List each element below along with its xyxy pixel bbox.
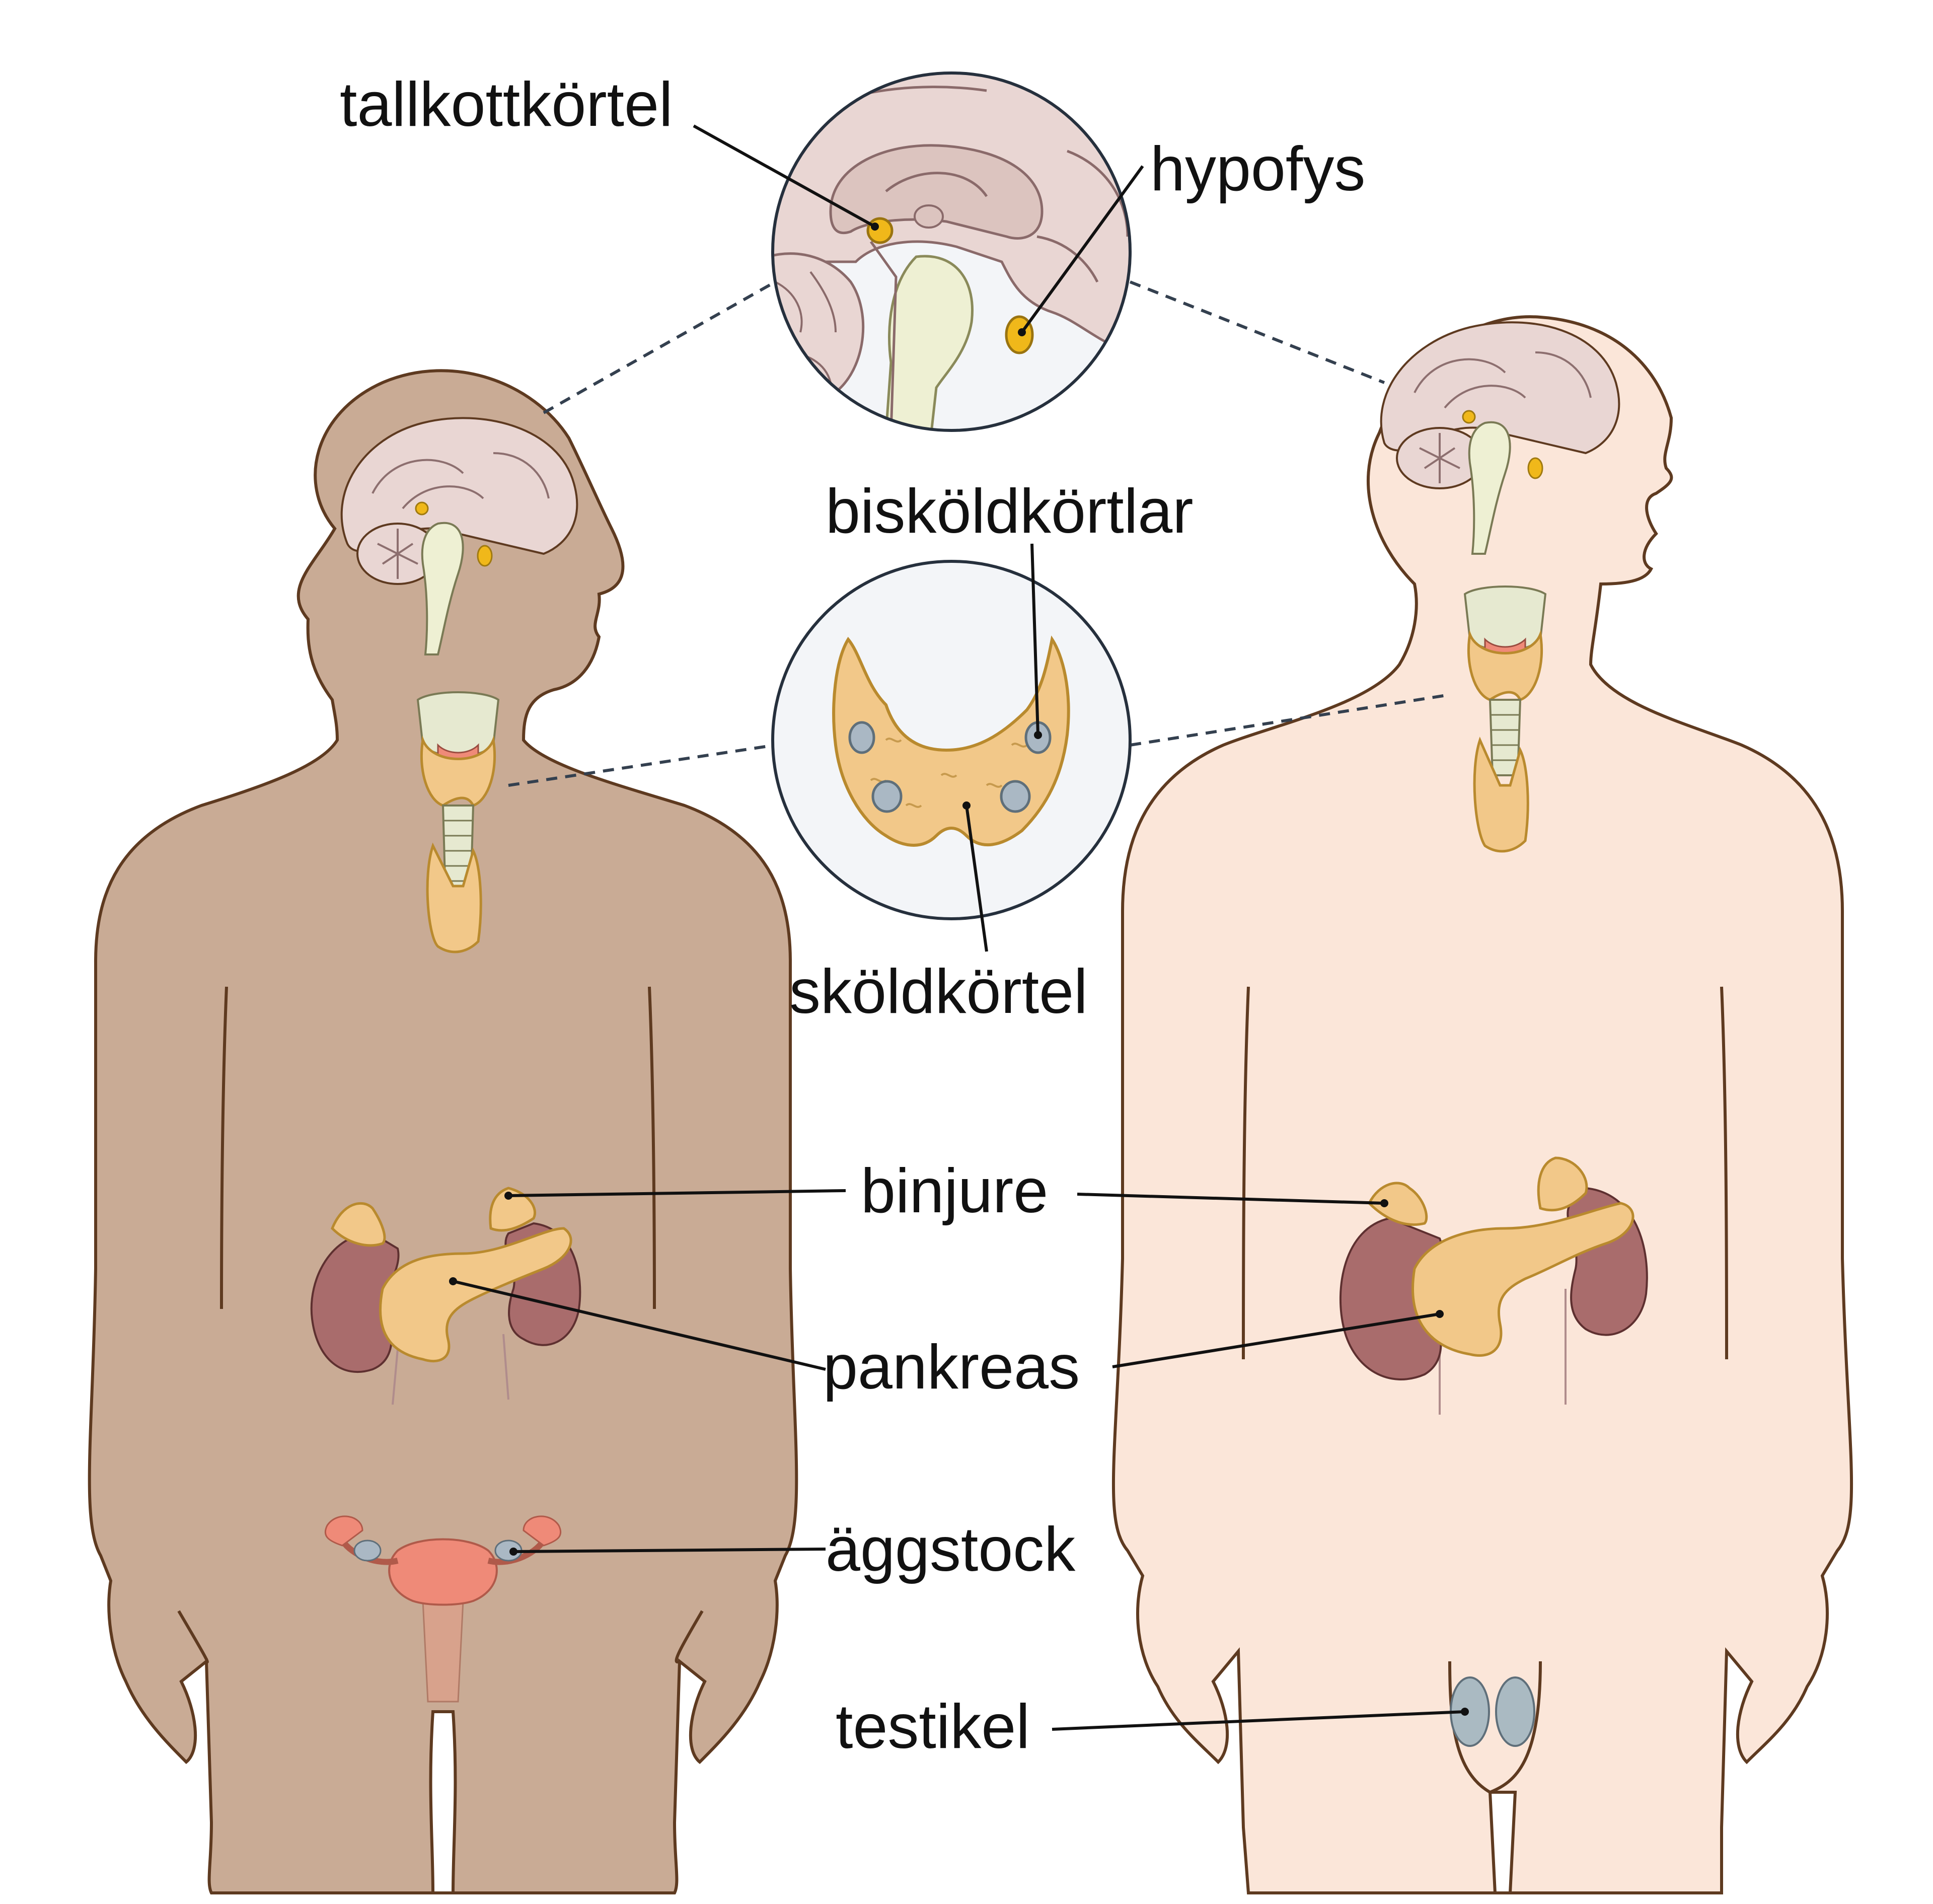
leader-adrenal-female [508, 1189, 846, 1197]
brain-inset [771, 71, 1132, 432]
female-hand-contour [177, 1610, 704, 1664]
female-waist-contour [220, 986, 656, 1309]
male-brainstem [1468, 421, 1511, 555]
label-thyroid: sköldkörtel [789, 957, 1088, 1027]
female-body-silhouette [88, 369, 798, 1894]
parathyroid-1 [848, 721, 875, 754]
female-adrenal-right [489, 1187, 536, 1232]
male-torso-contour [1242, 986, 1728, 1360]
male-adrenal-left [1367, 1182, 1428, 1226]
male-testes [1450, 1676, 1535, 1747]
parathyroid-3 [871, 780, 903, 813]
female-vagina [422, 1600, 464, 1703]
female-uterus [388, 1538, 498, 1606]
leader-pancreas-male [1112, 1312, 1440, 1368]
leader-lines [449, 124, 1469, 1731]
leader-thyroid [965, 805, 988, 952]
thyroid-inset-border [771, 560, 1132, 920]
female-thymus [426, 842, 482, 954]
female-adrenal-left [331, 1202, 386, 1247]
male-pineal-gland [1462, 410, 1476, 424]
male-figure [1111, 315, 1853, 1894]
female-ovary-left [353, 1540, 382, 1562]
female-brainstem [421, 522, 464, 655]
male-thyroid-gland [1467, 629, 1543, 702]
female-pituitary-gland [477, 545, 493, 567]
leader-adrenal-male [1077, 1193, 1385, 1205]
leader-parathyroids [1030, 543, 1039, 736]
male-abdomen-organs [1339, 1156, 1648, 1415]
female-pineal-gland [415, 501, 429, 516]
leader-testis [1052, 1710, 1465, 1731]
inset-connectors [508, 280, 1450, 787]
labels: tallkottkörtel hypofys bisköldkörtlar sk… [340, 70, 1365, 1762]
female-brain [340, 417, 578, 655]
male-body-silhouette [1111, 315, 1853, 1894]
leader-pineal [693, 124, 876, 228]
female-figure [88, 369, 798, 1894]
thyroid-inset [771, 560, 1132, 920]
label-pineal: tallkottkörtel [340, 70, 673, 139]
label-parathyroids: bisköldkörtlar [826, 477, 1194, 546]
male-thyroid-group [1463, 585, 1547, 853]
leader-pancreas-female [453, 1280, 826, 1371]
female-pancreas [379, 1227, 572, 1363]
label-adrenal: binjure [861, 1156, 1048, 1226]
thyroid-inset-background [773, 561, 1130, 919]
pineal-gland-closeup [866, 217, 894, 244]
male-pancreas [1411, 1202, 1634, 1357]
label-ovary: äggstock [826, 1515, 1076, 1584]
brain-inset-brainstem [884, 255, 974, 430]
female-thyroid-group [416, 691, 500, 954]
male-testis-right [1495, 1676, 1535, 1747]
label-pituitary: hypofys [1150, 134, 1365, 204]
label-testis: testikel [836, 1692, 1030, 1762]
female-leg-gap [429, 1710, 457, 1894]
female-abdomen-organs [310, 1187, 581, 1405]
male-adrenal-right [1537, 1156, 1588, 1212]
female-thyroid-gland [420, 735, 496, 808]
leader-pituitary [1020, 165, 1144, 333]
female-reproductive-organs [324, 1515, 562, 1703]
label-pancreas: pankreas [823, 1333, 1080, 1402]
parathyroid-4 [1000, 780, 1031, 813]
male-leg-gap [1488, 1791, 1517, 1894]
male-pituitary-gland [1527, 457, 1543, 479]
leader-ovary [513, 1548, 826, 1553]
male-brain [1380, 321, 1620, 555]
brain-inset-border [771, 71, 1132, 432]
male-thymus [1473, 737, 1529, 853]
